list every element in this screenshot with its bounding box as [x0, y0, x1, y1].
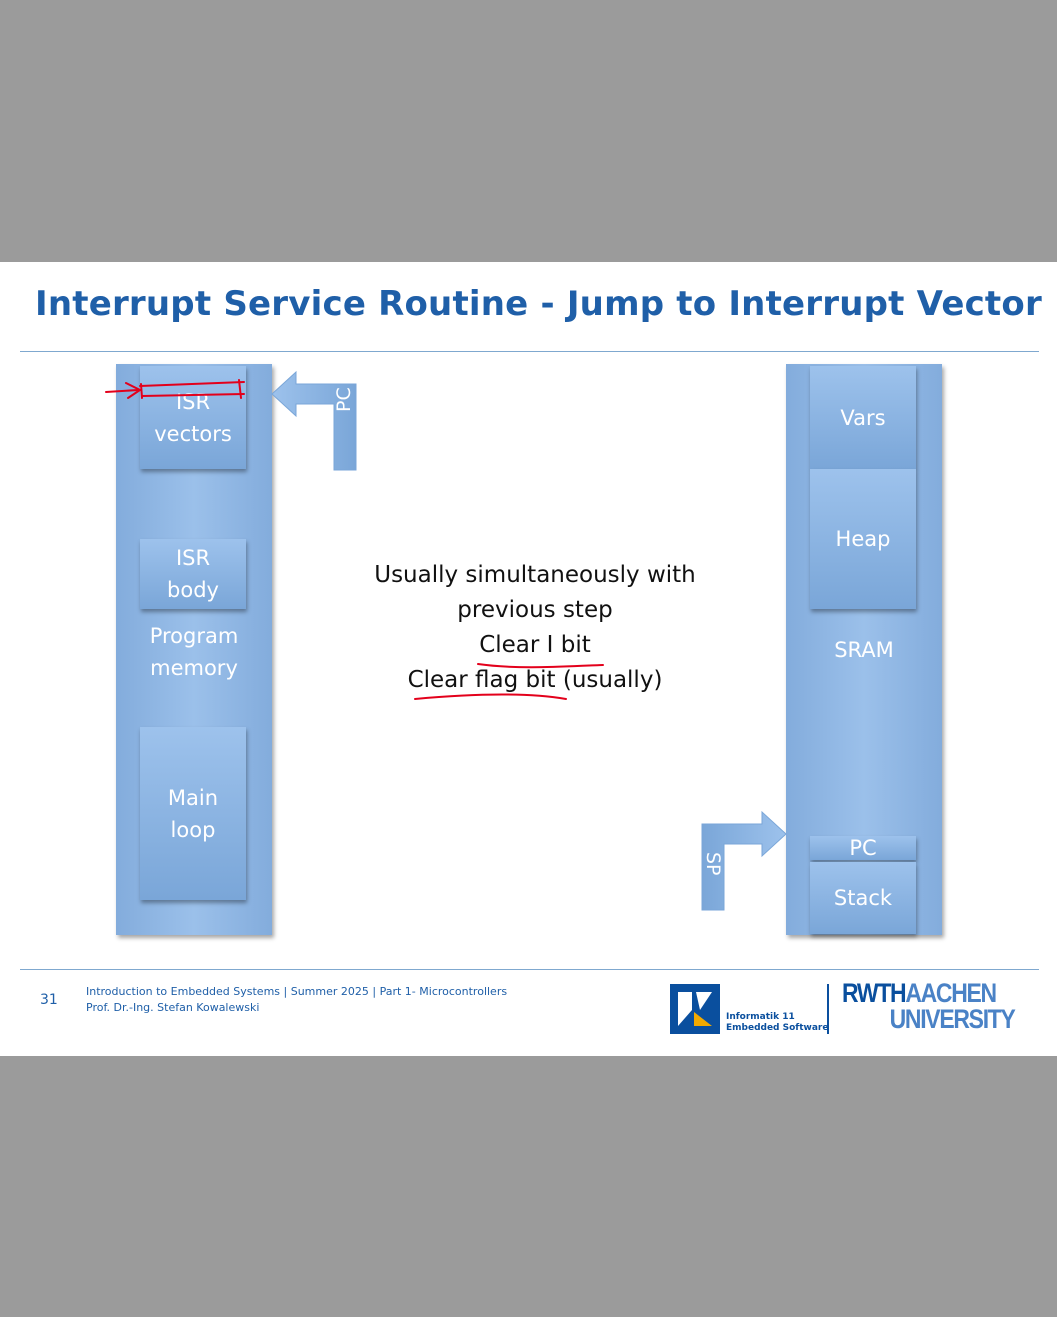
- aachen-text: AACHEN: [905, 978, 997, 1008]
- heap-box: Heap: [810, 469, 916, 609]
- informatik-line-2: Embedded Software: [726, 1023, 829, 1033]
- pc-arrow-label: PC: [333, 387, 355, 412]
- slide-title: Interrupt Service Routine - Jump to Inte…: [35, 284, 1042, 324]
- title-divider: [20, 351, 1039, 352]
- informatik-line-1: Informatik 11: [726, 1012, 795, 1022]
- footer-divider: [20, 969, 1039, 970]
- slide: Interrupt Service Routine - Jump to Inte…: [0, 262, 1057, 1056]
- footer-line-1: Introduction to Embedded Systems | Summe…: [86, 985, 508, 998]
- rwth-logo: RWTHAACHEN UNIVERSITY: [842, 978, 1016, 1034]
- isr-body-box: ISR body: [140, 539, 246, 609]
- center-line-1: Usually simultaneously with: [374, 562, 696, 588]
- stack-box: Stack: [810, 862, 916, 934]
- center-line-3: Clear I bit: [479, 632, 591, 658]
- stack-pc-box: PC: [810, 836, 916, 860]
- footer-line-2: Prof. Dr.-Ing. Stefan Kowalewski: [86, 1001, 260, 1014]
- footer-text: Introduction to Embedded Systems | Summe…: [86, 984, 507, 1016]
- center-line-4a: Clear flag bit: [407, 667, 556, 693]
- isr-vectors-box: ISR vectors: [140, 366, 246, 469]
- center-line-4b: (usually): [555, 667, 663, 693]
- main-loop-box: Main loop: [140, 727, 246, 900]
- informatik-logo-icon: [670, 984, 720, 1034]
- vars-box: Vars: [810, 366, 916, 469]
- center-line-2: previous step: [457, 597, 613, 623]
- sp-arrow-icon: [701, 810, 787, 911]
- rwth-text: RWTH: [842, 978, 907, 1008]
- informatik-logo-text: Informatik 11 Embedded Software: [726, 1012, 828, 1034]
- page-number: 31: [40, 992, 58, 1008]
- center-text: Usually simultaneously with previous ste…: [330, 558, 740, 698]
- rwth-logo-line-1: RWTHAACHEN: [842, 978, 1015, 1008]
- sram-label: SRAM: [834, 638, 894, 662]
- logo-separator: [827, 984, 829, 1034]
- pc-arrow-icon: [271, 370, 357, 471]
- sp-arrow-label: SP: [702, 852, 724, 876]
- program-memory-label: Program memory: [149, 624, 239, 680]
- center-line-4: Clear flag bit (usually): [330, 663, 740, 698]
- university-text: UNIVERSITY: [889, 1004, 1016, 1034]
